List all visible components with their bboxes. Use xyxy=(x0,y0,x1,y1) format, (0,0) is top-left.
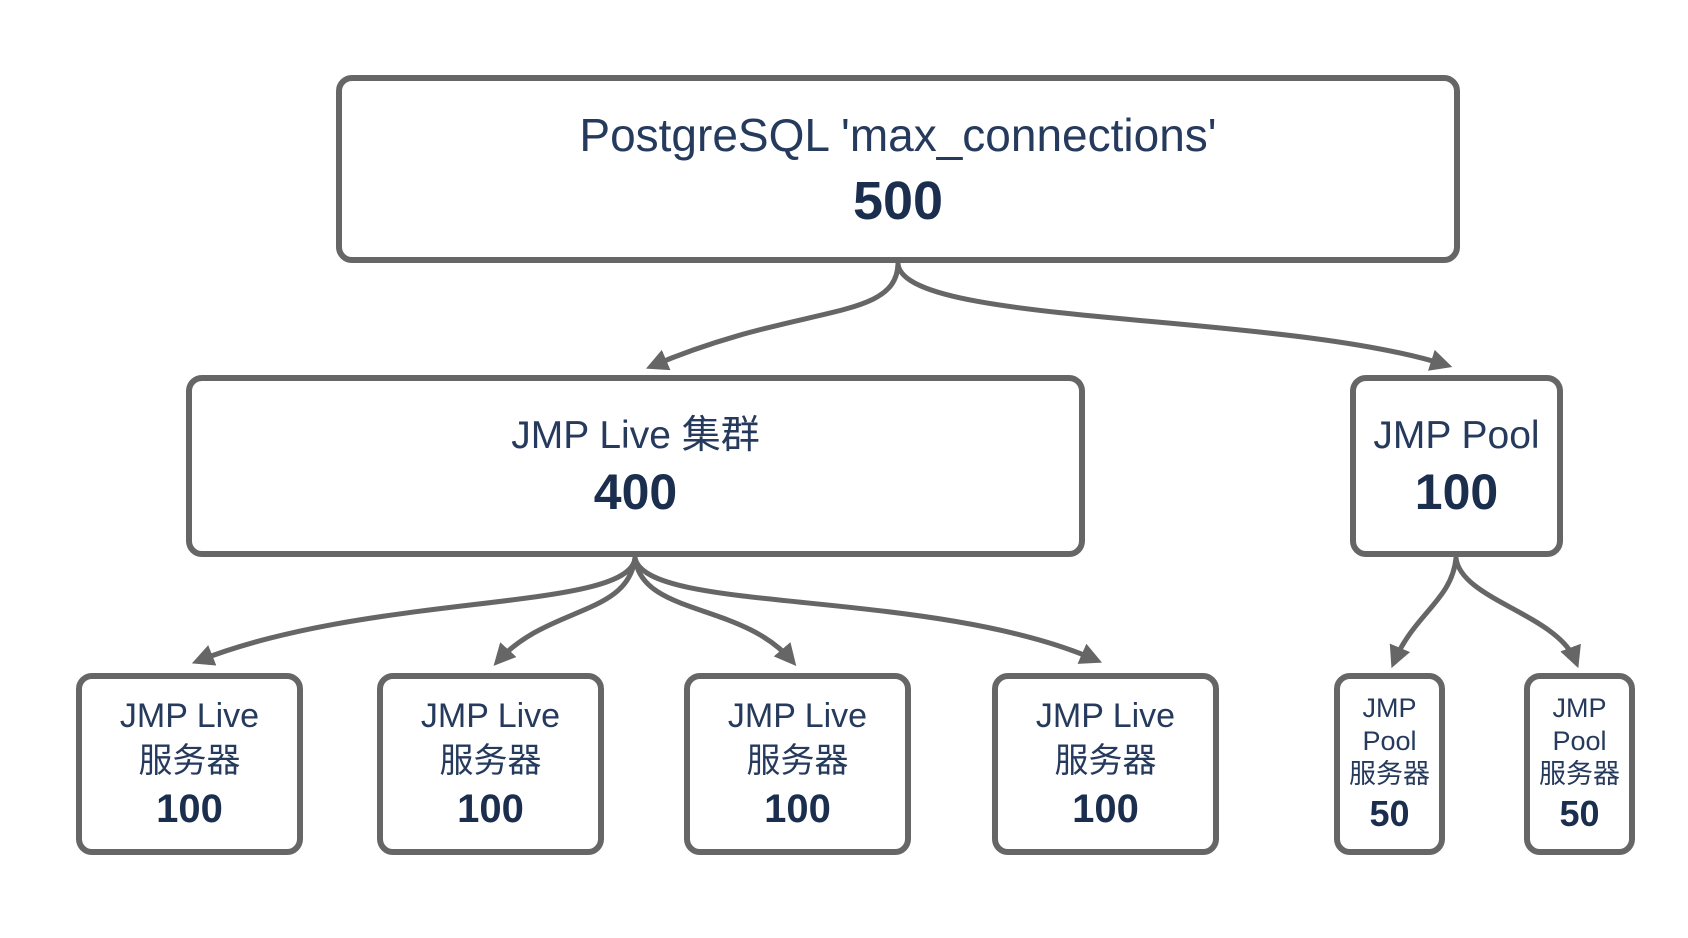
node-label-line: 服务器 xyxy=(1539,758,1620,789)
node-jmp-pool: JMP Pool 100 xyxy=(1350,375,1563,557)
node-label-line: JMP xyxy=(1552,693,1607,724)
node-value: 400 xyxy=(593,464,678,521)
node-label-line: 服务器 xyxy=(1054,742,1157,780)
node-value: 100 xyxy=(764,786,831,831)
node-jmp-live-server-4: JMP Live 服务器 100 xyxy=(992,673,1219,855)
node-label-line: JMP xyxy=(1362,693,1417,724)
node-label-line: JMP Live xyxy=(1035,697,1176,736)
node-value: 100 xyxy=(1072,786,1139,831)
node-jmp-pool-server-2: JMP Pool 服务器 50 xyxy=(1524,673,1635,855)
node-postgresql-max-connections: PostgreSQL 'max_connections' 500 xyxy=(336,75,1460,263)
node-label-line: JMP Live xyxy=(420,697,561,736)
node-value: 50 xyxy=(1369,792,1410,834)
edge-root-to-cluster xyxy=(645,261,901,371)
node-label-line: JMP Live xyxy=(119,697,260,736)
node-jmp-live-cluster: JMP Live 集群 400 xyxy=(186,375,1085,557)
edge-root-to-pool xyxy=(895,261,1453,371)
node-label-line: Pool xyxy=(1552,726,1607,757)
node-label-line: 服务器 xyxy=(746,742,849,780)
node-label: PostgreSQL 'max_connections' xyxy=(579,108,1217,161)
node-label-line: 服务器 xyxy=(138,742,241,780)
node-label-line: 服务器 xyxy=(1349,758,1430,789)
node-jmp-live-server-1: JMP Live 服务器 100 xyxy=(76,673,303,855)
node-value: 100 xyxy=(457,786,524,831)
node-label-line: 服务器 xyxy=(439,742,542,780)
node-jmp-live-server-3: JMP Live 服务器 100 xyxy=(684,673,911,855)
edge-cluster-to-live-server-3 xyxy=(632,555,797,667)
node-value: 100 xyxy=(1414,464,1499,521)
edge-cluster-to-live-server-2 xyxy=(493,555,638,666)
node-label-line: JMP Live xyxy=(727,697,868,736)
node-value: 100 xyxy=(156,786,223,831)
node-jmp-live-server-2: JMP Live 服务器 100 xyxy=(377,673,604,855)
node-value: 500 xyxy=(852,171,944,232)
node-jmp-pool-server-1: JMP Pool 服务器 50 xyxy=(1334,673,1445,855)
edge-cluster-to-live-server-1 xyxy=(191,555,638,666)
edge-cluster-to-live-server-4 xyxy=(632,555,1103,664)
edge-pool-to-pool-server-2 xyxy=(1453,555,1581,669)
node-label: JMP Pool xyxy=(1373,413,1540,457)
node-label: JMP Live 集群 xyxy=(511,413,760,457)
edge-pool-to-pool-server-1 xyxy=(1389,555,1459,669)
node-value: 50 xyxy=(1559,792,1600,834)
node-label-line: Pool xyxy=(1362,726,1417,757)
